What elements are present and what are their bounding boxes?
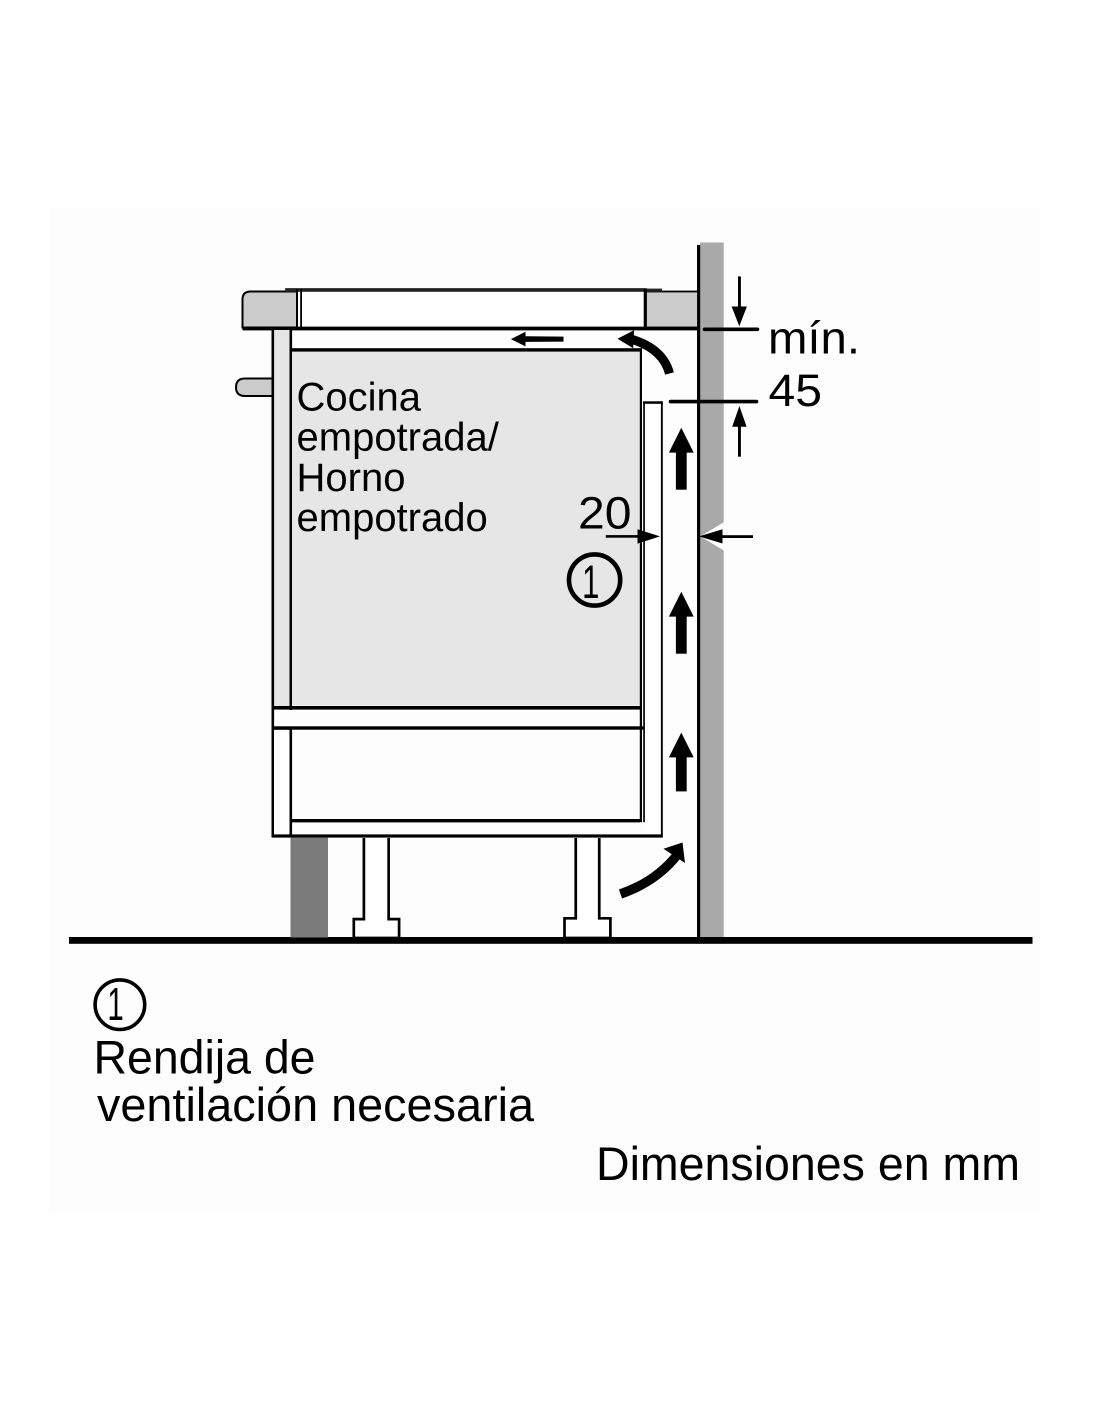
svg-text:Cocina: Cocina xyxy=(297,376,422,420)
svg-text:empotrada/: empotrada/ xyxy=(297,416,500,460)
svg-text:Horno: Horno xyxy=(297,456,406,500)
svg-text:ventilación necesaria: ventilación necesaria xyxy=(97,1079,535,1132)
svg-text:Rendija de: Rendija de xyxy=(94,1032,316,1085)
svg-text:20: 20 xyxy=(578,488,632,539)
svg-text:empotrado: empotrado xyxy=(297,496,488,540)
svg-text:1: 1 xyxy=(582,557,599,609)
svg-text:Dimensiones en mm: Dimensiones en mm xyxy=(596,1138,1020,1191)
svg-text:45: 45 xyxy=(769,365,823,416)
svg-text:mín.: mín. xyxy=(768,313,860,364)
svg-text:1: 1 xyxy=(107,980,123,1031)
